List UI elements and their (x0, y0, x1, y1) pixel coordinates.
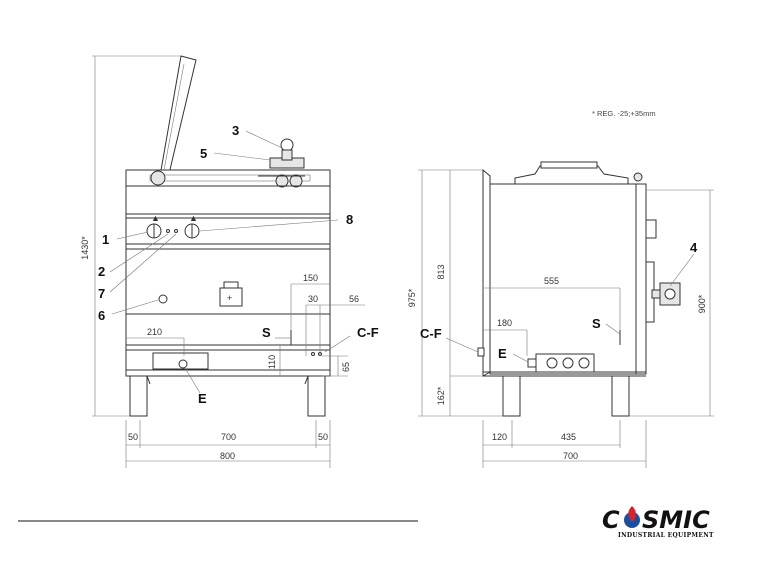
dim-555: 555 (544, 276, 559, 286)
dim-bottom-700: 700 (221, 432, 236, 442)
dim-bottom-800: 800 (220, 451, 235, 461)
dim-813: 813 (436, 264, 446, 279)
front-dimension-text: 1430* 150 30 56 210 110 65 50 700 50 800 (80, 236, 359, 461)
side-electric-box (535, 353, 595, 373)
dim-bottom-50-left: 50 (128, 432, 138, 442)
piezo-igniter (158, 294, 168, 304)
dim-180: 180 (497, 318, 512, 328)
dim-150: 150 (303, 273, 318, 283)
logo-letters-smic: SMIC (642, 506, 710, 534)
dim-975: 975* (407, 288, 417, 307)
svg-text:▲: ▲ (189, 213, 198, 223)
dim-162: 162* (436, 386, 446, 405)
callout-e-side: E (498, 346, 507, 361)
callout-3: 3 (232, 123, 239, 138)
side-callouts: 4 S C-F E * REG. -25;+35mm (420, 109, 698, 361)
dim-30: 30 (308, 294, 318, 304)
callout-2: 2 (98, 264, 105, 279)
reg-note: * REG. -25;+35mm (592, 109, 656, 118)
front-lid (159, 55, 197, 179)
callout-6: 6 (98, 308, 105, 323)
callout-e-front: E (198, 391, 207, 406)
callout-s-front: S (262, 325, 271, 340)
dim-bottom-50-right: 50 (318, 432, 328, 442)
dim-bottom-700-side: 700 (563, 451, 578, 461)
side-view (477, 161, 681, 417)
logo-tagline: INDUSTRIAL EQUIPMENT (618, 532, 714, 539)
front-leader-lines (109, 130, 351, 394)
dim-bottom-435: 435 (561, 432, 576, 442)
logo-flame-icon (624, 506, 640, 528)
callout-5: 5 (200, 146, 207, 161)
side-body (482, 168, 491, 377)
dim-110: 110 (267, 355, 277, 369)
callout-cf-side: C-F (420, 326, 442, 341)
cosmic-logo: C SMIC INDUSTRIAL EQUIPMENT (602, 506, 714, 539)
front-foot-right (307, 375, 326, 417)
side-foot-left (502, 375, 521, 417)
callout-4: 4 (690, 240, 698, 255)
logo-letter-c: C (602, 506, 620, 534)
valve-assembly (258, 138, 305, 188)
side-dimension-text: 975* 813 162* 555 180 900* 120 435 700 (407, 264, 707, 461)
dim-1430: 1430* (80, 236, 90, 260)
lid-hinge (150, 170, 166, 186)
front-callouts: 3 5 1 8 2 7 6 S C-F E (98, 123, 379, 406)
front-foot-left (129, 375, 148, 417)
callout-1: 1 (102, 232, 109, 247)
dim-900: 900* (697, 294, 707, 313)
side-foot-right (611, 375, 630, 417)
dim-bottom-120: 120 (492, 432, 507, 442)
callout-s-side: S (592, 316, 601, 331)
dim-56: 56 (349, 294, 359, 304)
callout-cf-front: C-F (357, 325, 379, 340)
svg-text:▲: ▲ (151, 213, 160, 223)
side-dimension-lines (418, 169, 714, 468)
dim-210: 210 (147, 327, 162, 337)
front-dimension-lines (92, 55, 365, 468)
front-view: ▲ ▲ + (125, 55, 331, 417)
svg-text:+: + (227, 293, 232, 303)
dim-65: 65 (341, 362, 351, 372)
front-body (125, 185, 331, 377)
callout-7: 7 (98, 286, 105, 301)
callout-8: 8 (346, 212, 353, 227)
